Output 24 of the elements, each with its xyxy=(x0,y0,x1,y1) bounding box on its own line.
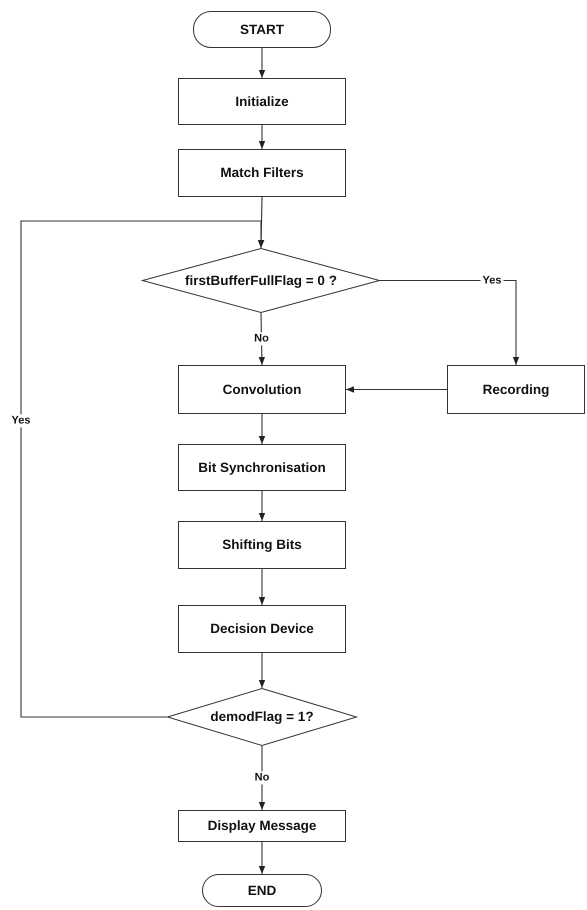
process-box: Recording xyxy=(447,365,585,414)
edge-label: No xyxy=(252,771,272,785)
process-box: Bit Synchronisation xyxy=(178,444,346,491)
arrow xyxy=(258,491,266,521)
process-box: Shifting Bits xyxy=(178,521,346,569)
process-box: Convolution xyxy=(178,365,346,414)
arrow xyxy=(346,386,447,393)
arrow xyxy=(20,220,264,718)
process-box: Display Message xyxy=(178,810,346,842)
process-box: Match Filters xyxy=(178,149,346,197)
arrow xyxy=(258,125,266,149)
process-box: Initialize xyxy=(178,78,346,125)
arrow xyxy=(258,746,266,810)
arrow xyxy=(258,48,266,78)
arrow xyxy=(380,280,520,365)
arrow xyxy=(258,414,266,444)
edge-label: No xyxy=(252,332,271,346)
process-box: Decision Device xyxy=(178,605,346,653)
arrow xyxy=(258,842,266,874)
edge-label: Yes xyxy=(10,414,32,428)
decision-diamond: firstBufferFullFlag = 0 ? xyxy=(142,248,380,313)
arrow xyxy=(258,569,266,605)
decision-diamond: demodFlag = 1? xyxy=(167,688,357,746)
arrow xyxy=(258,653,266,688)
